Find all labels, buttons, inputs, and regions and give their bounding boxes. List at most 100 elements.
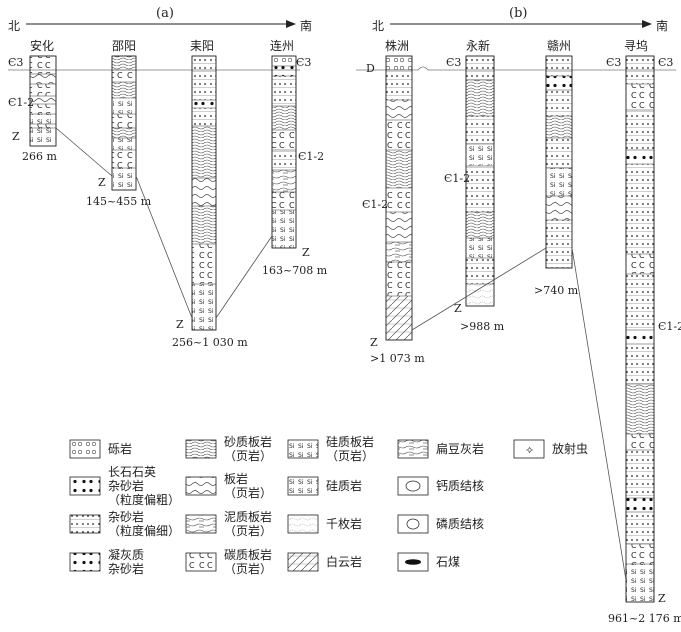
column-shaoyang-layer — [111, 55, 137, 71]
legend-label-dolomite: 白云岩 — [326, 554, 362, 569]
legend-label-tuffaceous-graywacke: 杂砂岩 — [108, 561, 144, 576]
column-yongxin-layer — [465, 237, 495, 259]
column-leiyang-layer — [191, 125, 217, 179]
column-anhua-layer — [29, 95, 57, 105]
legend-item-sandy-slate: 砂质板岩（页岩） — [185, 434, 272, 463]
column-yongxin-frame — [465, 55, 495, 307]
legend-swatch-siliceous-slate — [287, 439, 319, 459]
legend-swatch-conglomerate — [69, 439, 101, 459]
column-anhua-layer — [29, 83, 57, 97]
column-shaoyang-layer — [111, 69, 137, 83]
column-ganzhou — [545, 55, 573, 269]
panel-b-north: 北 — [372, 19, 384, 33]
legend-label-sandy-slate: 砂质板岩 — [224, 434, 272, 449]
column-yongxin — [465, 55, 495, 307]
legend-item-radiolaria: ✧ 放射虫 — [513, 439, 588, 459]
legend-swatch-tuffaceous-graywacke — [69, 552, 101, 572]
legend-swatch-carbonaceous-slate — [185, 552, 217, 572]
column-yongxin-layer — [465, 211, 495, 239]
legend-label-carbonaceous-slate: 碳质板岩 — [224, 547, 272, 562]
column-lianzhou-layer — [271, 149, 297, 171]
column-shaoyang — [111, 55, 137, 191]
legend-item-siliceous-rock: 硅质岩 — [287, 476, 362, 496]
column-zhuzhou-layer — [385, 261, 413, 297]
column-zhuzhou-frame — [385, 55, 413, 341]
legend-swatch-graywacke-fine — [69, 514, 101, 534]
correlation-line — [411, 247, 547, 331]
column-yongxin-layer — [465, 115, 495, 145]
column-anhua-layer — [29, 55, 57, 75]
column-shaoyang-layer — [111, 149, 137, 169]
label-z-xunwu: Z — [658, 592, 666, 605]
legend-swatch-dolomite — [287, 552, 319, 572]
legend-swatch-phosphatic-nodule — [397, 514, 429, 534]
column-zhuzhou-layer — [385, 241, 413, 263]
legend-label-siliceous-slate: 硅质板岩 — [326, 434, 374, 449]
column-yongxin-layer — [465, 143, 495, 167]
legend-item-lenticular-limestone: 扁豆灰岩 — [397, 439, 484, 459]
legend-label-siliceous-rock: 硅质岩 — [326, 478, 362, 493]
column-xunwu-layer — [625, 449, 655, 499]
legend-label-radiolaria: 放射虫 — [552, 441, 588, 456]
column-ganzhou-frame — [545, 55, 573, 269]
column-leiyang-layer — [191, 283, 217, 331]
column-ganzhou-layer — [545, 195, 573, 221]
legend-label-conglomerate: 砾岩 — [108, 441, 132, 456]
column-ganzhou-layer — [545, 219, 573, 269]
column-lianzhou — [271, 55, 297, 249]
legend-swatch-radiolaria — [513, 439, 545, 459]
legend-swatch-phyllite — [287, 514, 319, 534]
legend-label-siliceous-slate: （页岩） — [326, 448, 374, 463]
column-lianzhou-layer — [271, 129, 297, 151]
label-z-shaoyang: Z — [98, 176, 106, 189]
column-xunwu-layer — [625, 343, 655, 385]
label-c3-yongxin: Є3 — [446, 56, 461, 69]
column-leiyang-layer — [191, 205, 217, 245]
legend-swatch-sandy-slate — [185, 439, 217, 459]
legend-label-tuffaceous-graywacke: 凝灰质 — [108, 547, 144, 562]
legend-label-phyllite: 千枚岩 — [326, 516, 362, 531]
column-leiyang-layer — [191, 243, 217, 285]
column-xunwu-frame — [625, 55, 655, 603]
column-name-leiyang: 耒阳 — [190, 39, 214, 53]
thickness-yongxin: >988 m — [460, 320, 505, 333]
legend-label-phosphatic-nodule: 磷质结核 — [436, 516, 484, 531]
correlation-lines — [55, 127, 627, 581]
correlation-line — [571, 247, 627, 581]
column-lianzhou-layer — [271, 75, 297, 107]
column-anhua-frame — [29, 55, 57, 147]
panel-a-north: 北 — [8, 19, 20, 33]
label-z-lianzhou: Z — [302, 246, 310, 259]
column-shaoyang-layer — [111, 137, 137, 151]
thickness-xunwu: 961~2 176 m — [608, 612, 681, 625]
thickness-ganzhou: >740 m — [534, 284, 579, 297]
legend-item-siliceous-slate: 硅质板岩（页岩） — [287, 434, 374, 463]
label-c3-anhua: Є3 — [8, 56, 23, 69]
legend-item-conglomerate: 砾岩 — [69, 439, 132, 459]
legend-label-graywacke-fine: （粒度偏细） — [108, 523, 180, 538]
legend-label-sandy-slate: （页岩） — [224, 448, 272, 463]
correlation-line — [215, 235, 273, 319]
correlation-line — [135, 175, 193, 319]
legend-label-calcareous-nodule: 钙质结核 — [436, 479, 484, 493]
label-c3-xunwu-left: Є3 — [606, 56, 621, 69]
legend-item-stone-coal: 石煤 — [397, 552, 460, 572]
column-xunwu-layer — [625, 163, 655, 255]
column-yongxin-layer — [465, 165, 495, 213]
radiolaria-icon: ✧ — [525, 444, 534, 457]
column-yongxin-layer — [465, 283, 495, 307]
column-zhuzhou-layer — [385, 295, 413, 341]
legend-swatch-muddy-slate — [185, 514, 217, 534]
column-yongxin-layer — [465, 55, 495, 81]
label-c12-yongxin: Є1-2 — [444, 172, 470, 185]
column-xunwu-layer — [625, 383, 655, 435]
column-leiyang-layer — [191, 107, 217, 127]
column-xunwu-layer — [625, 273, 655, 331]
column-shaoyang-layer — [111, 113, 137, 129]
stone-coal-icon — [405, 559, 421, 565]
column-ganzhou-layer — [545, 89, 573, 117]
panel-a-south: 南 — [300, 18, 312, 33]
